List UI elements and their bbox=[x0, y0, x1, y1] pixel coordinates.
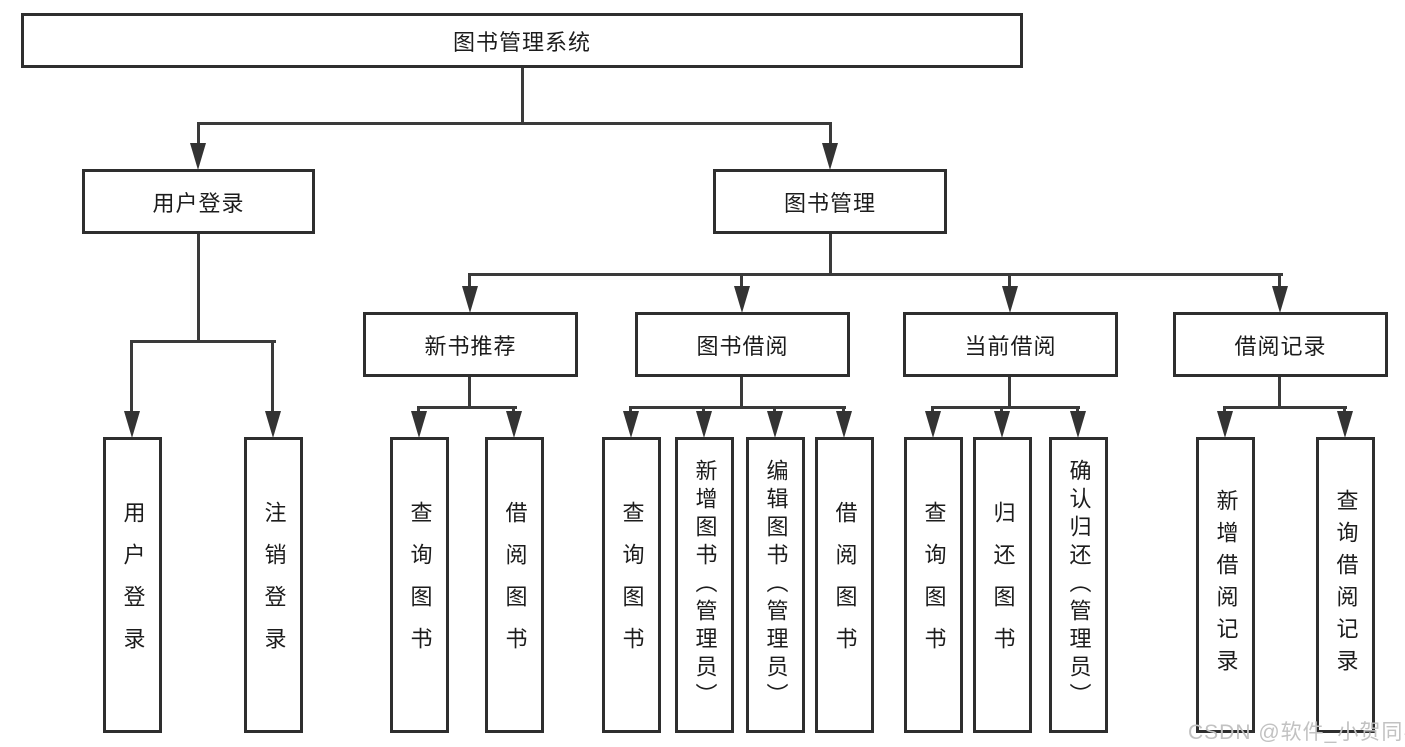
connector-user-login-drop bbox=[197, 234, 200, 343]
leaf-bb-add-books-admin-label: 新增图书（管理员） bbox=[692, 459, 718, 711]
arrow-down-icon bbox=[836, 411, 852, 438]
leaf-nb-borrow-books-label: 借阅图书 bbox=[502, 501, 528, 669]
arrow-down-icon bbox=[190, 143, 206, 170]
leaf-user-login-label: 用户登录 bbox=[120, 501, 146, 669]
node-user-login-label: 用户登录 bbox=[152, 190, 245, 216]
node-new-book-recommend-label: 新书推荐 bbox=[424, 333, 517, 359]
connector-user-login-children bbox=[130, 340, 276, 343]
connector-stub-leaf bbox=[271, 340, 274, 413]
node-book-management: 图书管理 bbox=[713, 169, 947, 234]
connector-borrow-records-drop bbox=[1278, 377, 1281, 409]
arrow-down-icon bbox=[696, 411, 712, 438]
connector-stub-leaf bbox=[773, 406, 776, 415]
leaf-logout: 注销登录 bbox=[244, 437, 303, 733]
leaf-br-add-record: 新增借阅记录 bbox=[1196, 437, 1255, 733]
connector-stub-leaf bbox=[1343, 406, 1346, 415]
connector-level3 bbox=[469, 273, 1283, 276]
leaf-br-query-record-label: 查询借阅记录 bbox=[1333, 489, 1359, 681]
connector-new-book-children bbox=[417, 406, 517, 409]
connector-root-drop bbox=[521, 68, 524, 125]
connector-new-book-drop bbox=[468, 377, 471, 409]
leaf-user-login: 用户登录 bbox=[103, 437, 162, 733]
node-borrow-records-label: 借阅记录 bbox=[1234, 333, 1327, 359]
arrow-down-icon bbox=[994, 411, 1010, 438]
leaf-logout-label: 注销登录 bbox=[261, 501, 287, 669]
connector-stub-leaf bbox=[629, 406, 632, 415]
connector-level2 bbox=[197, 122, 832, 125]
connector-stub-leaf bbox=[130, 340, 133, 413]
connector-stub-l3 bbox=[468, 273, 471, 289]
arrow-down-icon bbox=[1070, 411, 1086, 438]
arrow-down-icon bbox=[623, 411, 639, 438]
connector-book-mgmt-drop bbox=[829, 234, 832, 276]
connector-current-borrow-drop bbox=[1008, 377, 1011, 409]
leaf-bb-query-books-label: 查询图书 bbox=[619, 501, 645, 669]
node-borrow-records: 借阅记录 bbox=[1173, 312, 1388, 377]
node-book-management-label: 图书管理 bbox=[783, 190, 876, 216]
connector-stub-leaf bbox=[702, 406, 705, 415]
connector-stub-l3 bbox=[1278, 273, 1281, 289]
connector-stub-leaf bbox=[512, 406, 515, 415]
connector-stub-l3 bbox=[740, 273, 743, 289]
connector-stub-l3 bbox=[1008, 273, 1011, 289]
arrow-down-icon bbox=[822, 143, 838, 170]
leaf-nb-borrow-books: 借阅图书 bbox=[485, 437, 544, 733]
arrow-down-icon bbox=[767, 411, 783, 438]
leaf-cb-confirm-return-admin-label: 确认归还（管理员） bbox=[1066, 459, 1092, 711]
arrow-down-icon bbox=[1002, 286, 1018, 313]
arrow-down-icon bbox=[1217, 411, 1233, 438]
connector-stub-book-mgmt bbox=[829, 122, 832, 146]
connector-book-borrow-drop bbox=[740, 377, 743, 409]
arrow-down-icon bbox=[462, 286, 478, 313]
node-current-borrow: 当前借阅 bbox=[903, 312, 1118, 377]
arrow-down-icon bbox=[734, 286, 750, 313]
arrow-down-icon bbox=[925, 411, 941, 438]
connector-stub-leaf bbox=[931, 406, 934, 415]
leaf-bb-edit-books-admin-label: 编辑图书（管理员） bbox=[763, 459, 789, 711]
leaf-br-query-record: 查询借阅记录 bbox=[1316, 437, 1375, 733]
arrow-down-icon bbox=[265, 411, 281, 438]
watermark: CSDN @软件_小贺同学 bbox=[1188, 721, 1405, 744]
connector-stub-leaf bbox=[1000, 406, 1003, 415]
leaf-bb-edit-books-admin: 编辑图书（管理员） bbox=[746, 437, 805, 733]
connector-stub-user-login bbox=[197, 122, 200, 146]
leaf-cb-confirm-return-admin: 确认归还（管理员） bbox=[1049, 437, 1108, 733]
connector-current-borrow-children bbox=[931, 406, 1080, 409]
leaf-bb-query-books: 查询图书 bbox=[602, 437, 661, 733]
node-root: 图书管理系统 bbox=[21, 13, 1023, 68]
leaf-br-add-record-label: 新增借阅记录 bbox=[1213, 489, 1239, 681]
node-current-borrow-label: 当前借阅 bbox=[964, 333, 1057, 359]
arrow-down-icon bbox=[411, 411, 427, 438]
arrow-down-icon bbox=[1337, 411, 1353, 438]
leaf-cb-return-books: 归还图书 bbox=[973, 437, 1032, 733]
node-book-borrow-label: 图书借阅 bbox=[696, 333, 789, 359]
leaf-bb-add-books-admin: 新增图书（管理员） bbox=[675, 437, 734, 733]
leaf-cb-query-books-label: 查询图书 bbox=[921, 501, 947, 669]
leaf-nb-query-books-label: 查询图书 bbox=[407, 501, 433, 669]
connector-stub-leaf bbox=[1076, 406, 1079, 415]
leaf-bb-borrow-books-label: 借阅图书 bbox=[832, 501, 858, 669]
connector-stub-leaf bbox=[842, 406, 845, 415]
leaf-cb-return-books-label: 归还图书 bbox=[990, 501, 1016, 669]
leaf-bb-borrow-books: 借阅图书 bbox=[815, 437, 874, 733]
node-user-login: 用户登录 bbox=[82, 169, 315, 234]
node-book-borrow: 图书借阅 bbox=[635, 312, 850, 377]
arrow-down-icon bbox=[124, 411, 140, 438]
arrow-down-icon bbox=[506, 411, 522, 438]
leaf-cb-query-books: 查询图书 bbox=[904, 437, 963, 733]
arrow-down-icon bbox=[1272, 286, 1288, 313]
connector-book-borrow-children bbox=[629, 406, 846, 409]
connector-stub-leaf bbox=[1223, 406, 1226, 415]
node-new-book-recommend: 新书推荐 bbox=[363, 312, 578, 377]
connector-borrow-records-children bbox=[1223, 406, 1347, 409]
connector-stub-leaf bbox=[417, 406, 420, 415]
node-root-label: 图书管理系统 bbox=[452, 29, 591, 55]
leaf-nb-query-books: 查询图书 bbox=[390, 437, 449, 733]
